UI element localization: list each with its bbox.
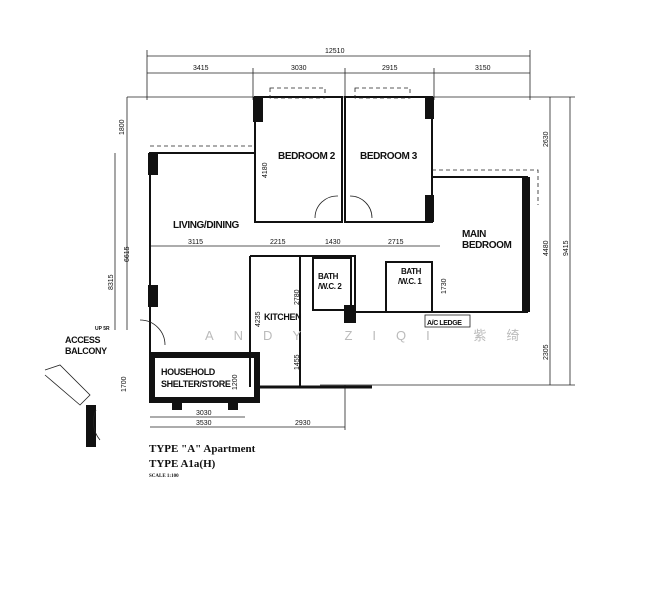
room-shelter-line1: HOUSEHOLD — [161, 367, 216, 377]
room-bath-1-line1: BATH — [401, 267, 422, 276]
ac-ledge-box — [424, 314, 471, 328]
dim-mid-3: 1430 — [325, 239, 341, 246]
dim-bottom-1: 3030 — [196, 410, 212, 417]
room-bath-1-line2: /W.C. 1 — [398, 277, 422, 286]
dim-bottom-3: 2930 — [295, 420, 311, 427]
dim-shelter-depth: 1200 — [232, 374, 239, 390]
room-bath-2-line2: /W.C. 2 — [318, 282, 342, 291]
walls — [44, 87, 539, 447]
dim-left-2: 6615 — [124, 246, 131, 262]
dim-bath1: 1730 — [441, 278, 448, 294]
dim-left-3: 8315 — [108, 274, 115, 290]
dimension-lines — [114, 50, 575, 430]
room-kitchen: KITCHEN — [264, 312, 301, 322]
dim-kitchen-depth: 4235 — [255, 311, 262, 327]
access-balcony-line1: ACCESS — [65, 335, 101, 345]
dim-kitchen-upper: 2780 — [294, 289, 301, 305]
stair-up-label: UP 5R — [95, 326, 110, 332]
dim-bedroom2-depth: 4180 — [262, 162, 269, 178]
room-living-dining: LIVING/DINING — [173, 220, 240, 231]
dim-top-3: 2915 — [382, 65, 398, 72]
dim-right-total: 9415 — [563, 240, 570, 256]
dim-mid-1: 3115 — [188, 239, 203, 246]
room-bath-2-line1: BATH — [318, 272, 339, 281]
room-bedroom-2: BEDROOM 2 — [278, 151, 336, 162]
dim-overall-width: 12510 — [325, 48, 345, 55]
dim-balcony: 1700 — [121, 376, 128, 392]
dim-kitchen-lower: 1455 — [294, 354, 301, 370]
dim-top-2: 3030 — [291, 65, 307, 72]
room-main-bedroom-line1: MAIN — [462, 229, 486, 240]
dim-top-1: 3415 — [193, 65, 209, 72]
dim-mid-4: 2715 — [388, 239, 404, 246]
dim-left-1: 1800 — [119, 119, 126, 135]
plan-title: TYPE "A" Apartment — [149, 443, 256, 455]
dim-right-1: 2630 — [543, 131, 550, 147]
plan-scale: SCALE 1:100 — [149, 474, 179, 479]
dim-right-2: 4480 — [543, 240, 550, 256]
dim-top-4: 3150 — [475, 65, 491, 72]
room-main-bedroom-line2: BEDROOM — [462, 240, 511, 251]
plan-type: TYPE A1a(H) — [149, 458, 216, 470]
ac-ledge-label: A/C LEDGE — [427, 320, 462, 327]
dim-right-3: 2305 — [543, 344, 550, 360]
dim-mid-2: 2215 — [270, 239, 286, 246]
watermark: ANDY ZIQI 紫绮 — [205, 328, 539, 343]
room-shelter-line2: SHELTER/STORE — [161, 379, 231, 389]
dim-bottom-2: 3530 — [196, 420, 212, 427]
room-bedroom-3: BEDROOM 3 — [360, 151, 418, 162]
access-balcony-line2: BALCONY — [65, 346, 107, 356]
